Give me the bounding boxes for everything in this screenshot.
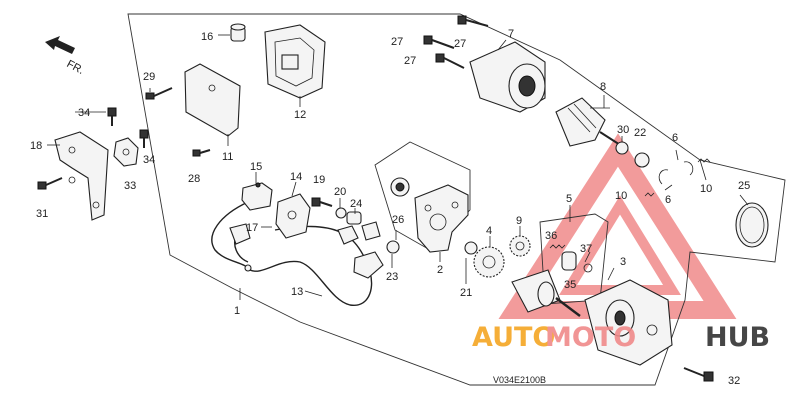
label-19: 19 [313,174,325,186]
part-34-bolt-b [139,129,149,148]
label-6-b: 6 [665,194,671,206]
part-2-side-cover [414,184,469,253]
label-18: 18 [30,140,42,152]
diagram-code: V034E2100B [493,375,546,385]
part-19-bolt [311,197,333,207]
label-15: 15 [250,161,262,173]
label-17: 17 [246,222,258,234]
label-31: 31 [36,208,48,220]
part-29-bolt [145,87,173,100]
label-30: 30 [617,124,629,136]
assembly-frame [127,13,786,386]
part-26-bearing [390,177,410,197]
part-21-washer [464,241,478,255]
label-8: 8 [600,81,606,93]
label-5: 5 [566,193,572,205]
part-31-bolt [37,177,63,190]
label-11: 11 [222,151,233,163]
part-28-bolt [192,149,211,157]
direction-label: FR. [65,58,86,77]
watermark-moto: MOTO [545,322,636,353]
part-23-washer [386,240,400,254]
part-11-bracket [184,63,241,146]
label-27-b: 27 [391,36,403,48]
label-13: 13 [291,286,303,298]
label-23: 23 [386,271,398,283]
part-15-connector [241,182,273,211]
label-10-b: 10 [615,190,627,202]
label-24: 24 [350,198,362,210]
part-24-bush [346,211,362,225]
label-16: 16 [201,31,213,43]
label-12: 12 [294,109,306,121]
part-33-clip [113,137,139,167]
sub-assembly-outline [374,141,471,251]
part-30-washer [615,141,629,155]
part-14-relay-holder [275,193,311,239]
label-2: 2 [437,264,443,276]
label-9: 9 [516,215,522,227]
part-labels: 1 2 3 4 5 6 6 7 8 9 10 10 11 12 13 14 15… [30,28,750,387]
watermark-text: AUTO MOTO HUB [472,322,770,353]
label-36: 36 [545,230,557,242]
label-4: 4 [486,225,492,237]
watermark-hub: HUB [705,322,770,353]
label-26: 26 [392,214,404,226]
leader-lines [47,39,749,300]
part-35-ring [583,263,593,273]
label-22: 22 [634,127,646,139]
part-37-roller [561,251,577,271]
part-20-washer [335,207,347,219]
label-14: 14 [290,171,302,183]
part-6-clips [658,161,694,185]
part-9-gear [509,235,531,257]
part-7-motor-case [469,41,546,113]
part-25-o-ring [735,202,769,248]
label-6-a: 6 [672,132,678,144]
part-36-spring [549,244,566,249]
label-29: 29 [143,71,155,83]
label-20: 20 [334,186,346,198]
part-12-cover [264,24,326,107]
part-32-bolt [683,367,714,382]
part-harness-connectors [337,221,384,279]
label-27-a: 27 [454,38,466,50]
label-32: 32 [728,375,740,387]
label-28: 28 [188,173,200,185]
label-3: 3 [620,256,626,268]
label-33: 33 [124,180,136,192]
label-7: 7 [508,28,514,40]
part-5-starter-clutch [511,269,581,317]
label-35: 35 [564,279,576,291]
label-37: 37 [580,243,592,255]
part-17-clip [229,223,251,245]
label-34-b: 34 [143,154,155,166]
front-arrow-icon [45,36,75,54]
part-27-bolts [423,15,489,69]
watermark-auto: AUTO [472,322,555,353]
label-34-a: 34 [78,107,90,119]
label-27-c: 27 [404,55,416,67]
front-direction-indicator: FR. [45,36,86,77]
part-3-end-housing [584,279,673,366]
label-21: 21 [460,287,472,299]
label-25: 25 [738,180,750,192]
part-34-bolt-a [107,107,117,126]
part-22-washer [634,152,650,168]
part-16-cap [218,23,246,42]
label-10-a: 10 [700,183,712,195]
part-18-bracket [54,131,109,221]
label-1: 1 [234,305,240,317]
part-4-gear [473,246,505,278]
